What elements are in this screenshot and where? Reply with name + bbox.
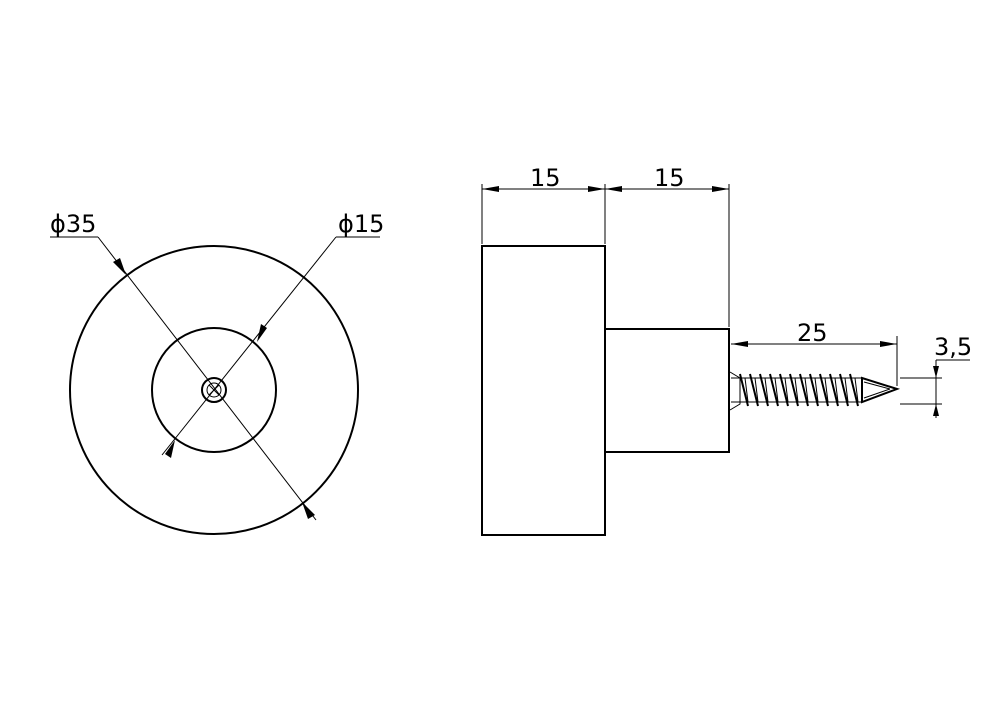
dimension-screw-length: 25 [731,319,897,347]
screw-diameter-label: 3,5 [934,333,972,361]
dimension-inner-diameter: ϕ15 [161,210,384,458]
dimension-head-thickness: 15 [482,164,605,192]
screw-length-label: 25 [797,319,828,347]
outer-diameter-label: ϕ35 [50,210,96,238]
dimension-neck-length: 15 [605,164,729,192]
outer-circle [69,245,359,535]
screw-head-icon [201,377,227,403]
dimension-outer-diameter: ϕ35 [50,210,317,521]
neck-body [604,328,730,453]
screw-icon [729,371,901,411]
inner-circle [151,327,277,453]
head-thickness-label: 15 [530,164,561,192]
neck-length-label: 15 [654,164,685,192]
head-body [481,245,606,536]
front-view: ϕ35 ϕ15 [50,210,384,535]
side-view: 15 15 25 3,5 [481,164,972,536]
dimension-screw-diameter: 3,5 [933,333,972,418]
inner-diameter-label: ϕ15 [338,210,384,238]
